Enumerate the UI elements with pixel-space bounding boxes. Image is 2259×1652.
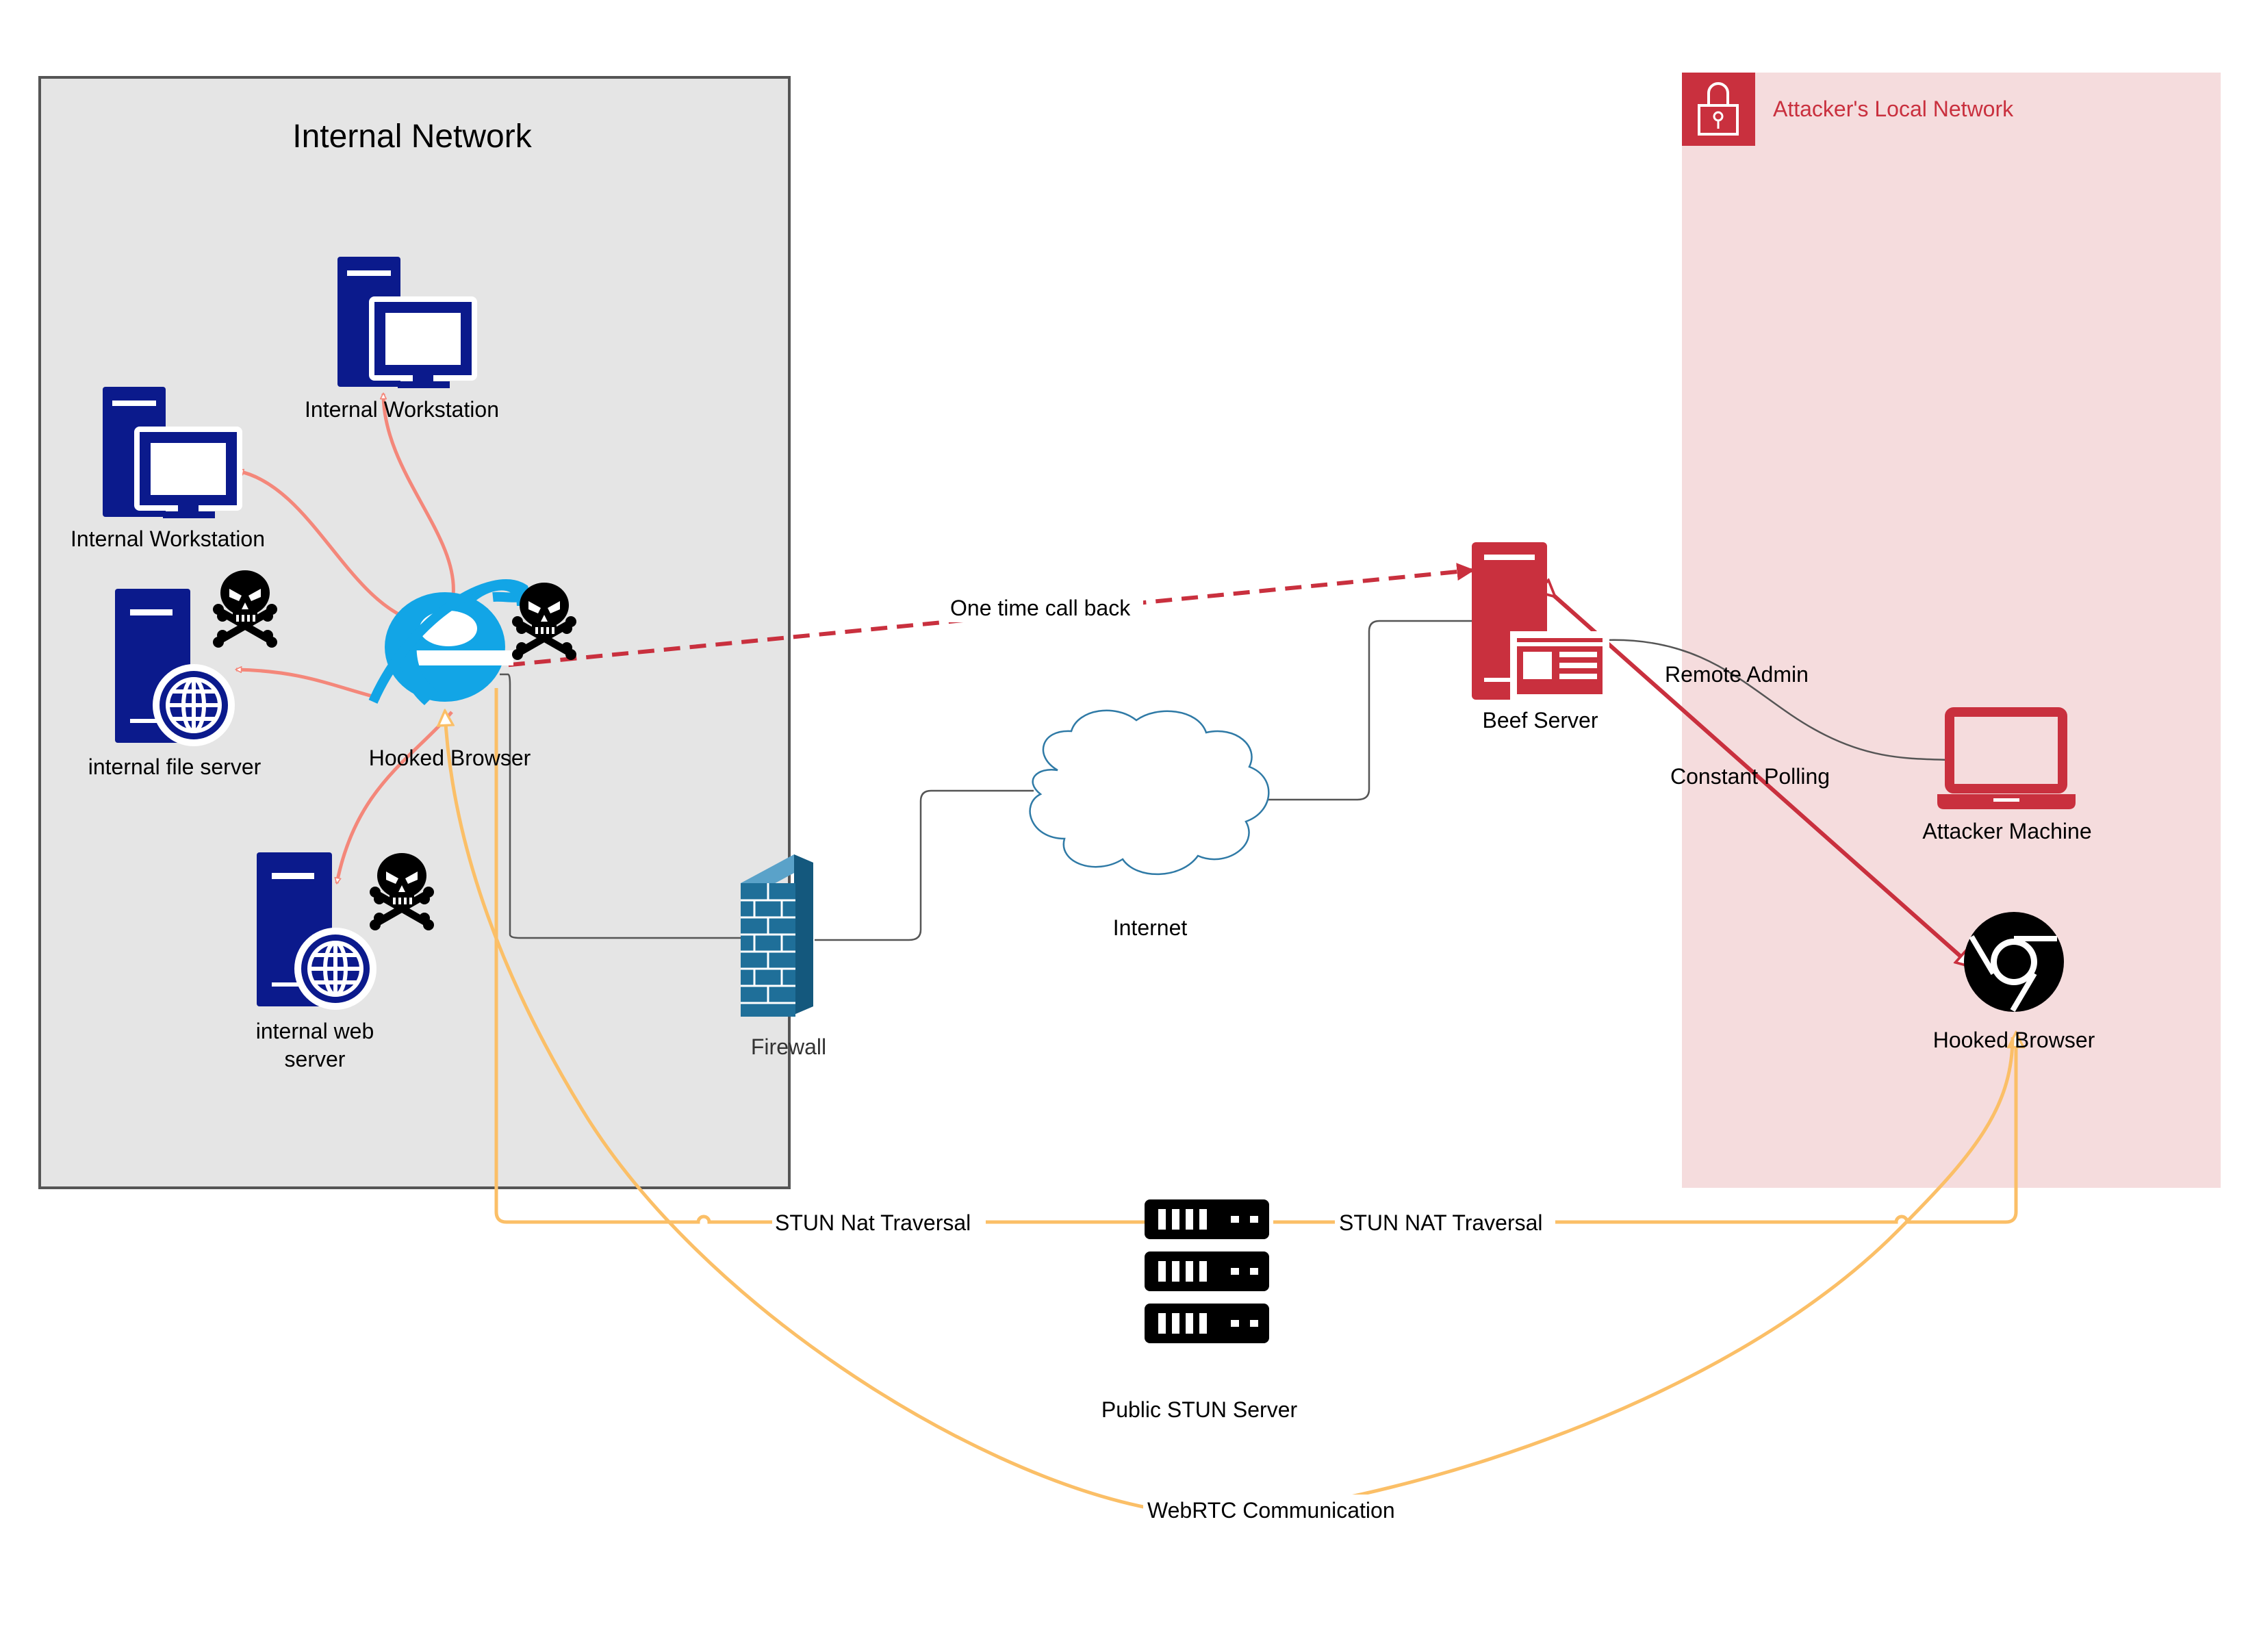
web-server-label-line1: internal web (256, 1019, 374, 1043)
attacker-network-title: Attacker's Local Network (1773, 97, 2014, 121)
firewall[interactable] (741, 854, 813, 1017)
internet-label: Internet (1113, 915, 1188, 940)
webrtc-edge-label: WebRTC Communication (1147, 1498, 1395, 1523)
stun-left-edge-label: STUN Nat Traversal (775, 1210, 971, 1235)
web-server-label-line2: server (285, 1047, 346, 1071)
laptop-icon (1937, 707, 2076, 809)
chrome-icon (1964, 912, 2064, 1013)
server-rack-icon (1145, 1199, 1269, 1343)
stun-right-edge-label: STUN NAT Traversal (1339, 1210, 1543, 1235)
arrow-ie-to-top-workstation (383, 394, 455, 596)
public-stun-server-label: Public STUN Server (1101, 1397, 1298, 1422)
hooked-browser-ie[interactable] (368, 579, 529, 705)
hooked-browser-ie-label: Hooked Browser (369, 746, 531, 770)
file-server-label: internal file server (88, 754, 261, 779)
arrow-constant-polling (1554, 596, 1971, 966)
attacker-machine[interactable] (1937, 707, 2076, 809)
arrow-ie-to-file-server (236, 670, 381, 700)
arrow-ie-to-left-workstation (238, 471, 407, 620)
hooked-browser-chrome[interactable] (1964, 912, 2064, 1013)
connector-firewall-internet (815, 789, 1034, 941)
internal-workstation-left-label: Internal Workstation (71, 526, 265, 551)
connector-webrtc-left (445, 712, 1151, 1510)
connector-webrtc-right (1331, 1037, 2015, 1503)
firewall-label: Firewall (751, 1034, 826, 1059)
arrow-ie-to-web-server (337, 711, 453, 883)
internal-attack-arrows (236, 394, 455, 883)
connector-ie-firewall (500, 673, 746, 939)
hooked-browser-chrome-label: Hooked Browser (1933, 1028, 2095, 1052)
cloud-icon (1029, 709, 1270, 876)
stun-connectors (445, 688, 2016, 1510)
internet-cloud[interactable] (1029, 709, 1270, 876)
firewall-icon (741, 854, 813, 1017)
callback-edge-label: One time call back (950, 596, 1131, 620)
beef-server[interactable] (1472, 542, 1609, 700)
public-stun-server[interactable] (1145, 1199, 1269, 1343)
connector-stun-left (494, 688, 1150, 1224)
attacker-network-zone: Attacker's Local Network (1682, 73, 2221, 1188)
internal-network-title: Internal Network (292, 118, 532, 155)
lock-icon (1682, 73, 1755, 146)
constant-polling-edge-label: Constant Polling (1670, 764, 1830, 789)
internet-explorer-icon (368, 579, 529, 705)
remote-admin-edge-label: Remote Admin (1665, 662, 1809, 687)
internal-workstation-top-label: Internal Workstation (305, 397, 499, 422)
connector-internet-beef (1266, 620, 1475, 801)
beef-server-label: Beef Server (1483, 708, 1598, 733)
attacker-machine-label: Attacker Machine (1922, 819, 2091, 843)
server-icon (1472, 542, 1609, 700)
